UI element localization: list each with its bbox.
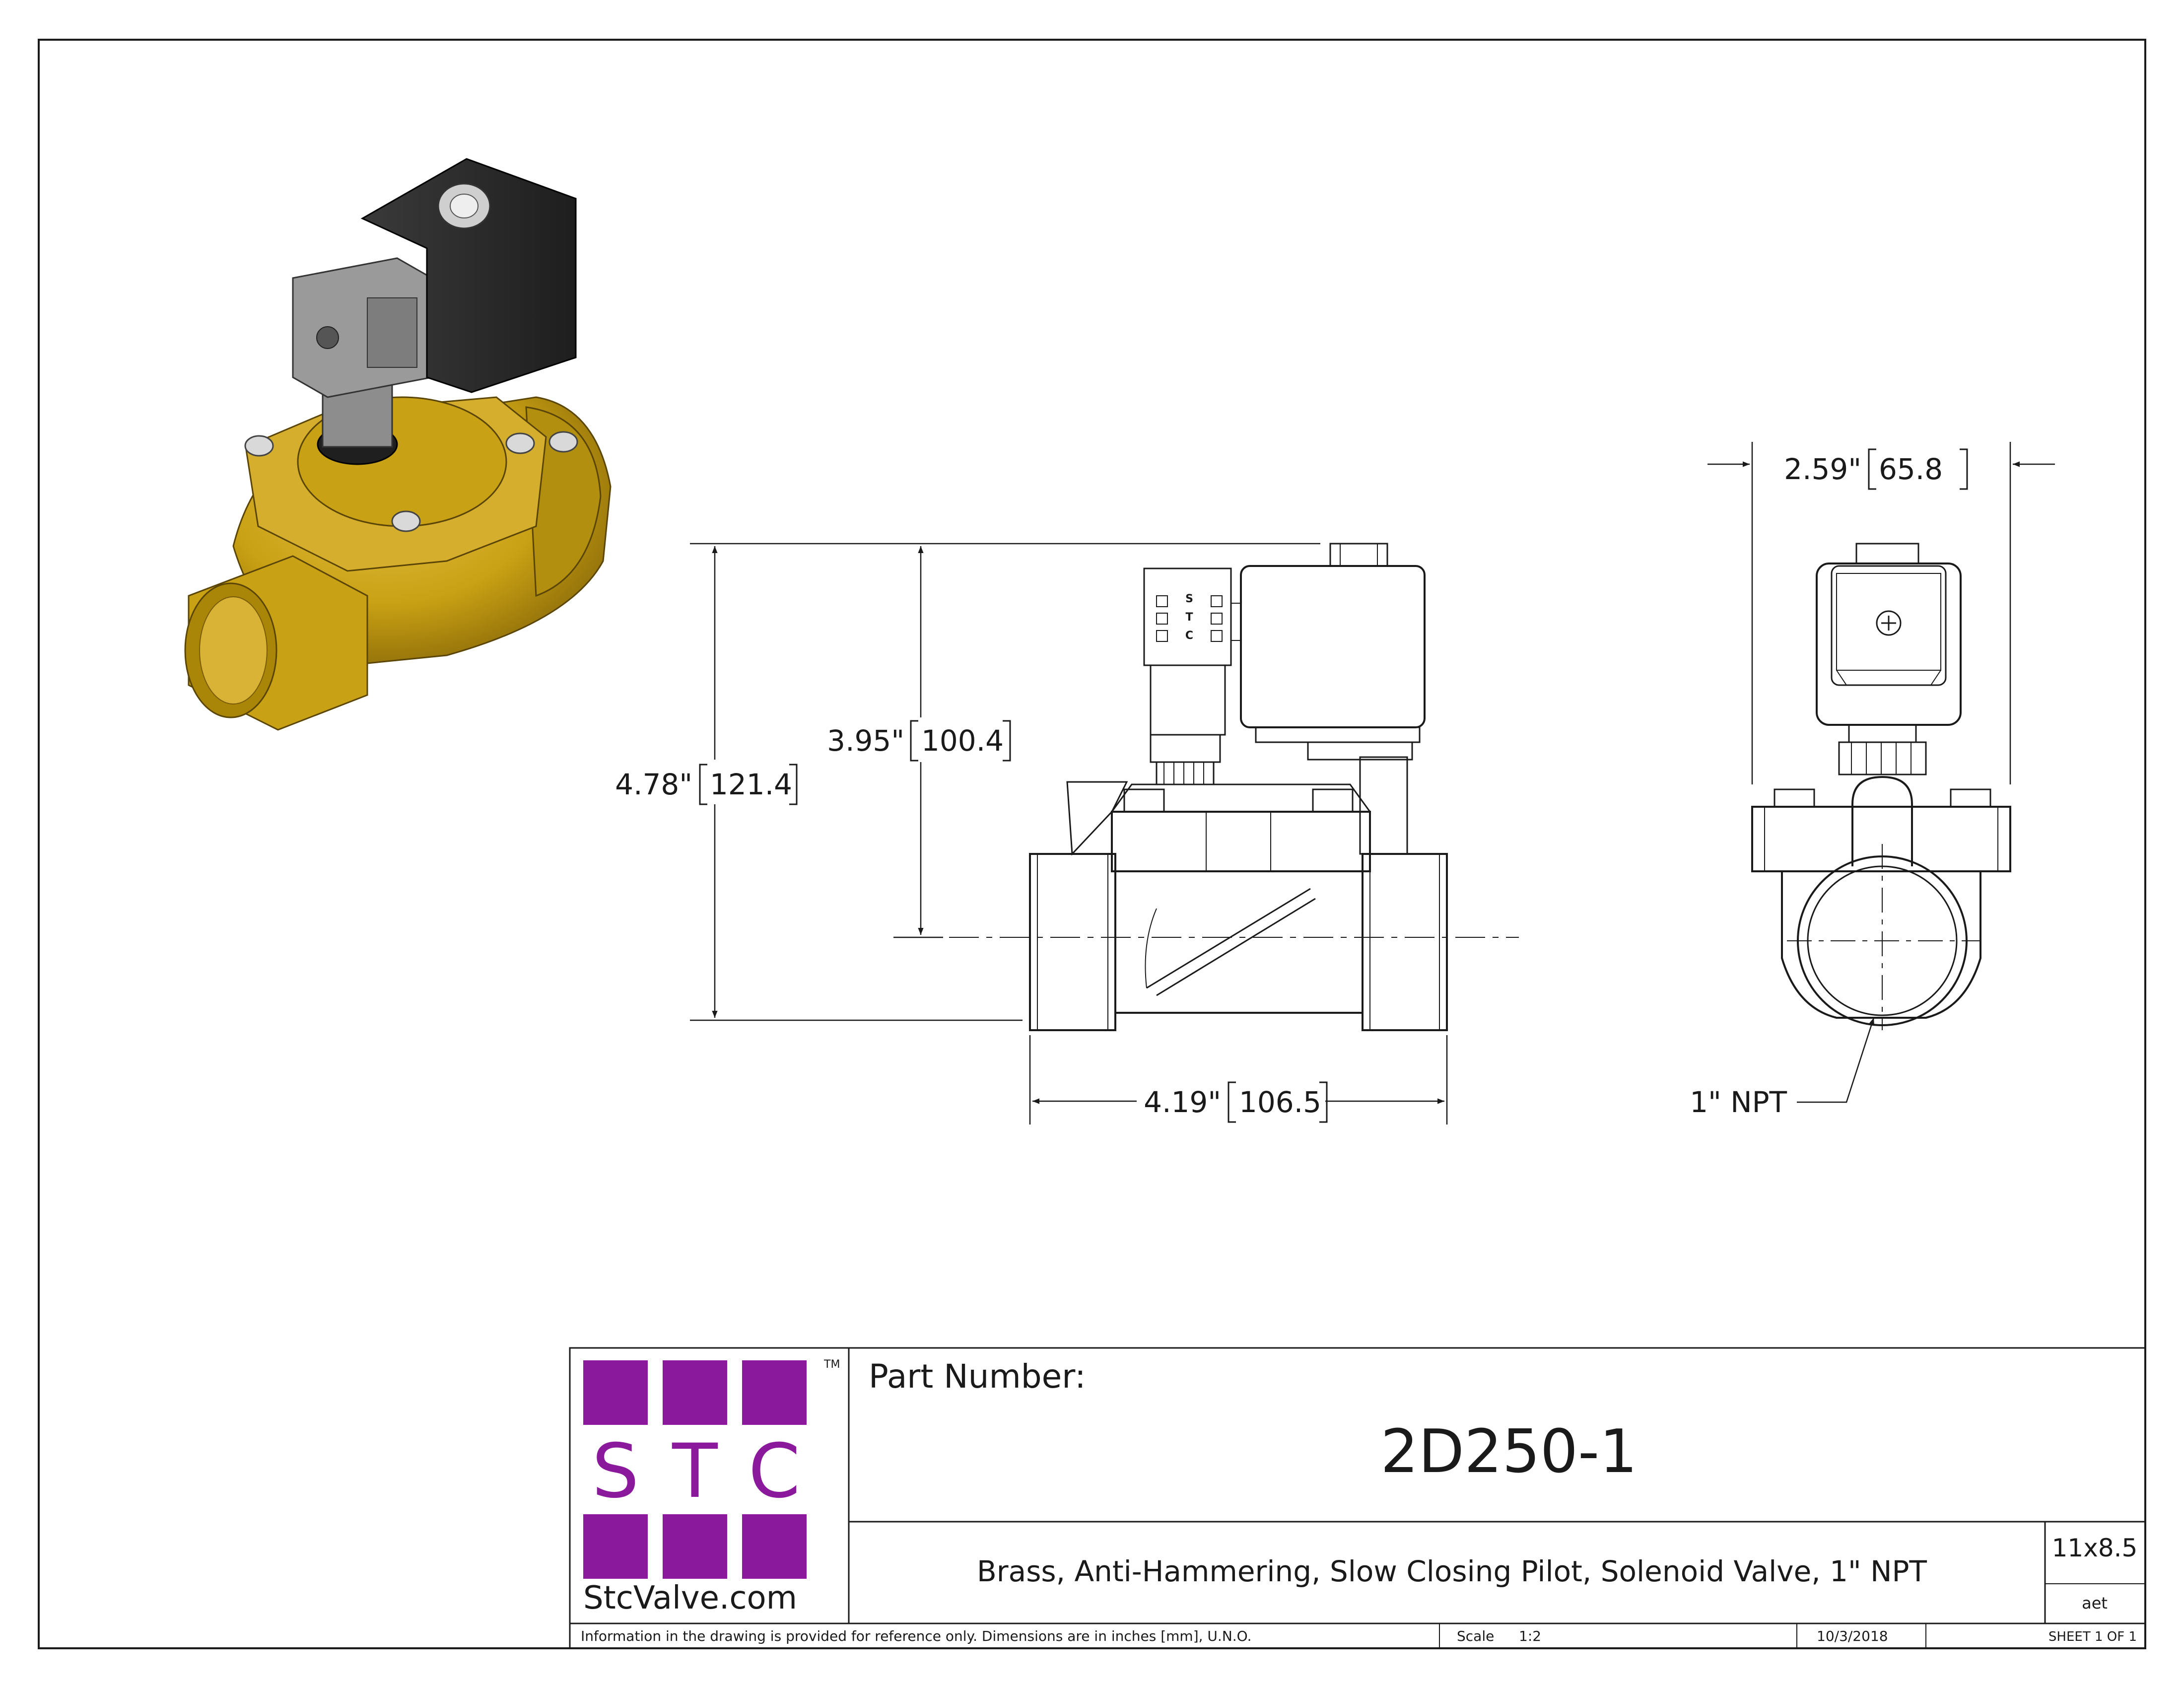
dim-width-mm: 65.8	[1879, 452, 1943, 486]
scale-label: Scale	[1457, 1628, 1494, 1644]
stc-logo: S T C TM StcValve.com	[583, 1358, 840, 1617]
dim-overall-length-mm: 106.5	[1239, 1085, 1321, 1119]
port-callout: 1" NPT	[1690, 1085, 1787, 1119]
logo-letter-c: C	[749, 1428, 801, 1515]
dim-width: 2.59"	[1784, 452, 1861, 486]
isometric-view	[184, 158, 612, 731]
logo-letter-t: T	[672, 1428, 718, 1515]
dim-overall-height-mm: 121.4	[710, 768, 792, 801]
dim-centerline-height-mm: 100.4	[921, 724, 1004, 758]
coil-marking-t: T	[1185, 611, 1193, 624]
drawn-by: aet	[2082, 1594, 2108, 1613]
dim-centerline-height: 3.95"	[827, 724, 904, 758]
side-centerlines	[1787, 844, 1980, 1030]
logo-trademark: TM	[823, 1358, 840, 1371]
dim-overall-length: 4.19"	[1144, 1085, 1221, 1119]
drawing-date: 10/3/2018	[1817, 1628, 1888, 1644]
paper-size: 11x8.5	[2052, 1534, 2138, 1562]
scale-value: 1:2	[1519, 1628, 1541, 1644]
logo-website: StcValve.com	[583, 1580, 797, 1617]
side-view	[1751, 543, 2011, 1026]
mm-brackets	[699, 448, 1968, 1123]
sheet-number: SHEET 1 OF 1	[2048, 1629, 2137, 1644]
logo-letter-s: S	[592, 1428, 639, 1515]
part-number: 2D250-1	[1380, 1417, 1637, 1486]
coil-marking-c: C	[1185, 630, 1193, 642]
title-block	[569, 1347, 2146, 1649]
front-view	[1029, 543, 1448, 1031]
dimension-lines	[690, 442, 2055, 1125]
disclaimer: Information in the drawing is provided f…	[581, 1628, 1251, 1644]
part-description: Brass, Anti-Hammering, Slow Closing Pilo…	[977, 1554, 1927, 1588]
coil-marking-s: S	[1185, 593, 1193, 605]
part-number-label: Part Number:	[869, 1357, 1086, 1396]
dim-overall-height: 4.78"	[615, 768, 692, 801]
